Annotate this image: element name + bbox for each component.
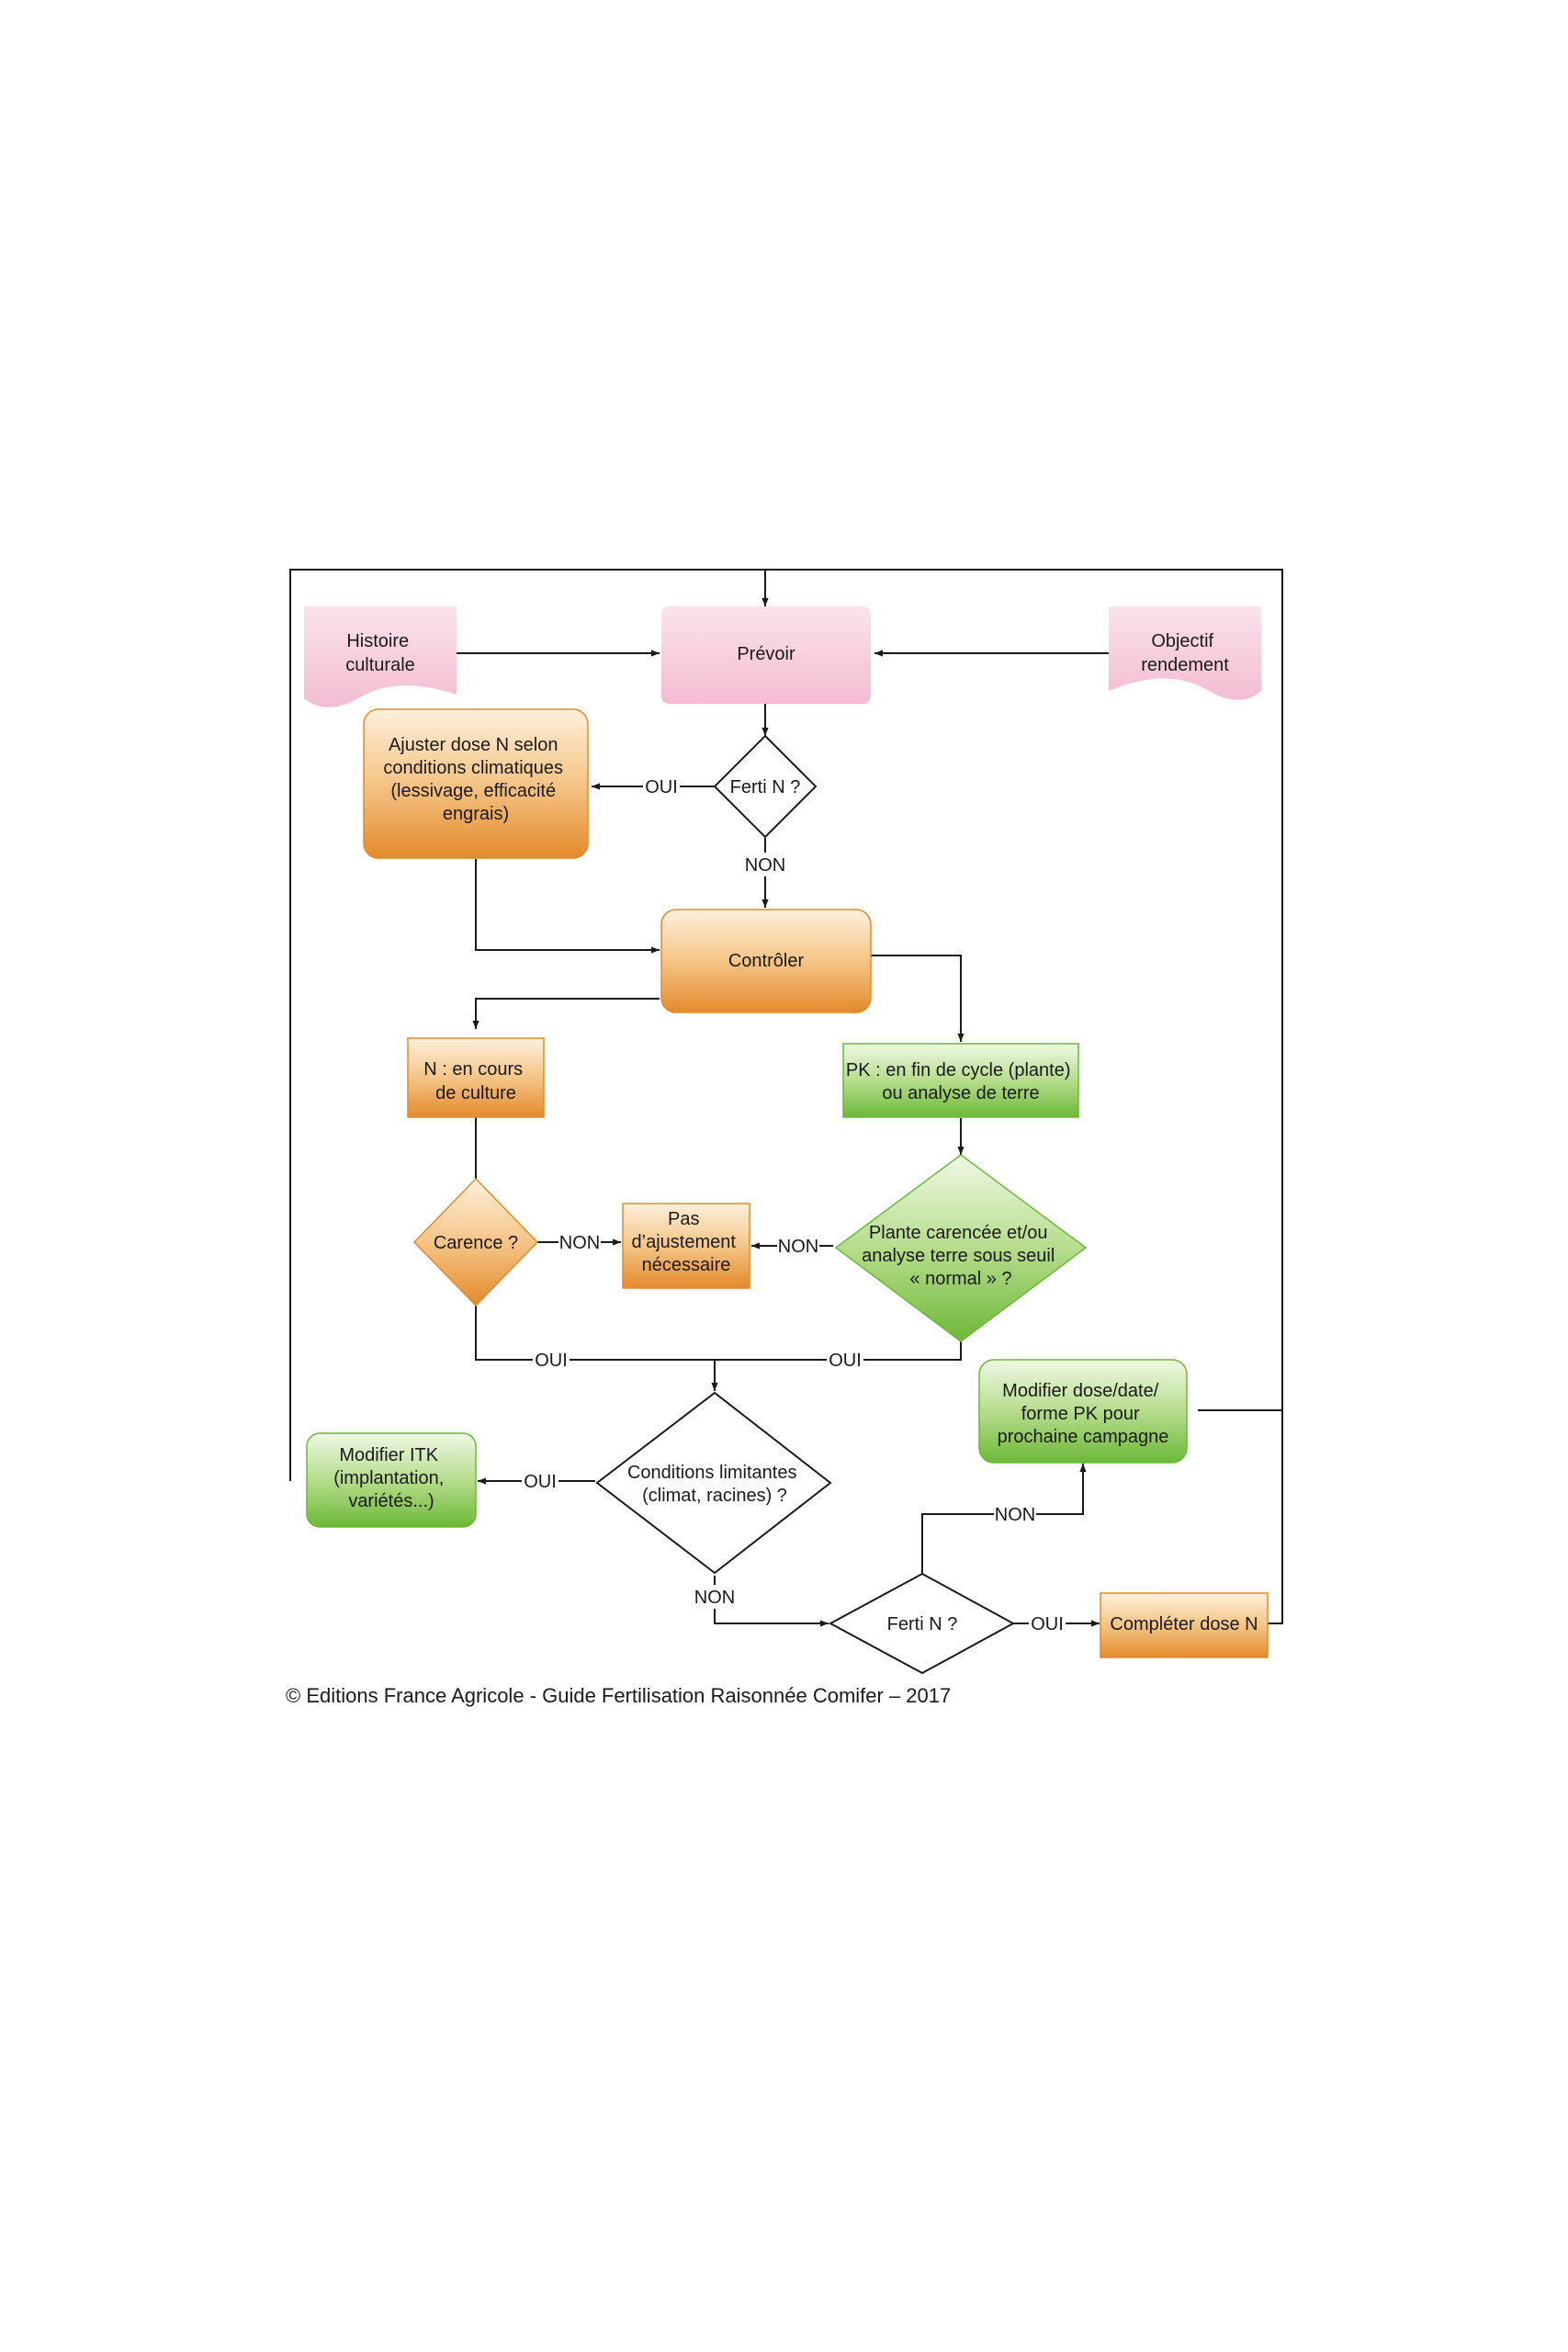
node-completer: Compléter dose N (1100, 1592, 1269, 1658)
edge-label-ferti1-non: NON (745, 855, 785, 876)
node-n-en-cours-label: N : en cours de culture (423, 1059, 527, 1103)
node-prevoir: Prévoir (661, 606, 871, 704)
edge-label-plante-non: NON (778, 1237, 818, 1257)
edge-label-plante-oui: OUI (829, 1351, 862, 1371)
edge-completer-loop (1267, 1410, 1283, 1624)
node-pas-ajustement-line-3: nécessaire (642, 1255, 731, 1275)
node-carence-line-1: Carence ? (434, 1233, 518, 1253)
node-objectif: Objectif rendement (1109, 606, 1261, 700)
node-objectif-line-2: rendement (1141, 655, 1229, 675)
loop-top-line (289, 569, 1283, 1481)
node-pas-ajustement-line-2: d’ajustement (632, 1232, 737, 1252)
node-modifier-dose-line-1: Modifier dose/date/ (1002, 1381, 1159, 1401)
node-conditions-limitantes-line-2: (climat, racines) ? (642, 1486, 787, 1506)
node-ferti-n-1-label: Ferti N ? (730, 777, 801, 797)
node-ferti-n-2-line-1: Ferti N ? (887, 1614, 958, 1634)
node-histoire-label: Histoire culturale (345, 631, 415, 675)
node-objectif-line-1: Objectif (1151, 631, 1213, 651)
edge-label-ferti2-oui: OUI (1031, 1614, 1064, 1634)
node-ferti-n-2-label: Ferti N ? (887, 1614, 958, 1634)
node-ajuster-line-3: (lessivage, efficacité (390, 781, 556, 801)
node-pas-ajustement-line-1: Pas (668, 1209, 699, 1229)
edge-plante-merge (715, 1341, 962, 1361)
node-pas-ajustement-label: Pas d’ajustement nécessaire (632, 1209, 741, 1275)
node-pk-fin-line-1: PK : en fin de cycle (plante) (846, 1060, 1071, 1080)
node-ajuster-label: Ajuster dose N selon conditions climatiq… (383, 735, 568, 824)
node-modifier-itk-line-2: (implantation, (333, 1468, 444, 1488)
node-histoire-line-2: culturale (345, 655, 415, 675)
node-carence-label: Carence ? (434, 1233, 518, 1253)
edge-labels: OUI NON NON NON OUI OUI OUI NON NON OUI (522, 775, 1066, 1635)
node-pk-fin: PK : en fin de cycle (plante) ou analyse… (842, 1043, 1079, 1118)
edge-controler-ncours (472, 998, 660, 1029)
edge-label-ferti1-oui: OUI (645, 777, 678, 797)
node-ajuster-line-4: engrais) (443, 804, 509, 824)
node-modifier-dose: Modifier dose/date/ forme PK pour procha… (978, 1359, 1188, 1464)
node-prevoir-label: Prévoir (737, 644, 795, 664)
node-histoire-line-1: Histoire (346, 631, 409, 651)
node-modifier-dose-label: Modifier dose/date/ forme PK pour procha… (998, 1381, 1169, 1447)
node-ferti-n-1: Ferti N ? (713, 734, 818, 839)
node-controler-line-1: Contrôler (728, 951, 805, 971)
node-plante-carencee-line-1: Plante carencée et/ou (869, 1223, 1048, 1243)
node-pk-fin-line-2: ou analyse de terre (882, 1083, 1039, 1103)
node-conditions-limitantes-label: Conditions limitantes (climat, racines) … (627, 1463, 802, 1506)
node-conditions-limitantes-line-1: Conditions limitantes (627, 1463, 797, 1483)
node-objectif-label: Objectif rendement (1141, 631, 1229, 675)
node-n-en-cours-line-1: N : en cours (423, 1059, 523, 1080)
node-histoire: Histoire culturale (304, 606, 457, 707)
node-modifier-dose-line-2: forme PK pour (1021, 1404, 1140, 1424)
edge-controler-pk (871, 955, 964, 1042)
node-ajuster-line-2: conditions climatiques (383, 758, 563, 778)
edge-label-conditions-oui: OUI (524, 1472, 557, 1492)
copyright-notice: © Editions France Agricole - Guide Ferti… (286, 1684, 952, 1707)
edge-label-carence-oui: OUI (535, 1351, 568, 1371)
edge-ajuster-controler (475, 859, 660, 954)
edge-carence-merge (475, 1306, 715, 1361)
node-controler: Contrôler (660, 909, 872, 1013)
node-plante-carencee-line-2: analyse terre sous seuil (862, 1246, 1055, 1266)
node-ajuster: Ajuster dose N selon conditions climatiq… (363, 708, 589, 859)
node-modifier-itk-label: Modifier ITK (implantation, variétés...) (333, 1445, 449, 1511)
node-prevoir-line-1: Prévoir (737, 644, 795, 664)
node-modifier-itk-line-3: variétés...) (348, 1491, 434, 1511)
node-modifier-dose-line-3: prochaine campagne (998, 1427, 1169, 1447)
edge-label-ferti2-non: NON (995, 1505, 1035, 1525)
node-modifier-itk-line-1: Modifier ITK (339, 1445, 438, 1465)
node-modifier-itk: Modifier ITK (implantation, variétés...) (306, 1432, 477, 1528)
node-n-en-cours: N : en cours de culture (407, 1037, 545, 1118)
node-ajuster-line-1: Ajuster dose N selon (389, 735, 558, 755)
node-plante-carencee: Plante carencée et/ou analyse terre sous… (834, 1154, 1088, 1342)
node-ferti-n-2: Ferti N ? (828, 1572, 1016, 1675)
node-ferti-n-1-line-1: Ferti N ? (730, 777, 801, 797)
node-plante-carencee-label: Plante carencée et/ou analyse terre sous… (862, 1223, 1060, 1289)
node-carence: Carence ? (412, 1177, 539, 1307)
node-plante-carencee-line-3: « normal » ? (909, 1269, 1011, 1289)
node-completer-label: Compléter dose N (1110, 1614, 1258, 1634)
edge-label-conditions-non: NON (694, 1588, 735, 1608)
edge-label-carence-non: NON (559, 1233, 600, 1253)
node-controler-label: Contrôler (728, 951, 805, 971)
node-completer-line-1: Compléter dose N (1110, 1614, 1258, 1634)
node-pas-ajustement: Pas d’ajustement nécessaire (622, 1203, 750, 1289)
node-conditions-limitantes: Conditions limitantes (climat, racines) … (595, 1391, 832, 1575)
node-pk-fin-label: PK : en fin de cycle (plante) ou analyse… (846, 1060, 1076, 1103)
node-n-en-cours-line-2: de culture (435, 1083, 516, 1103)
